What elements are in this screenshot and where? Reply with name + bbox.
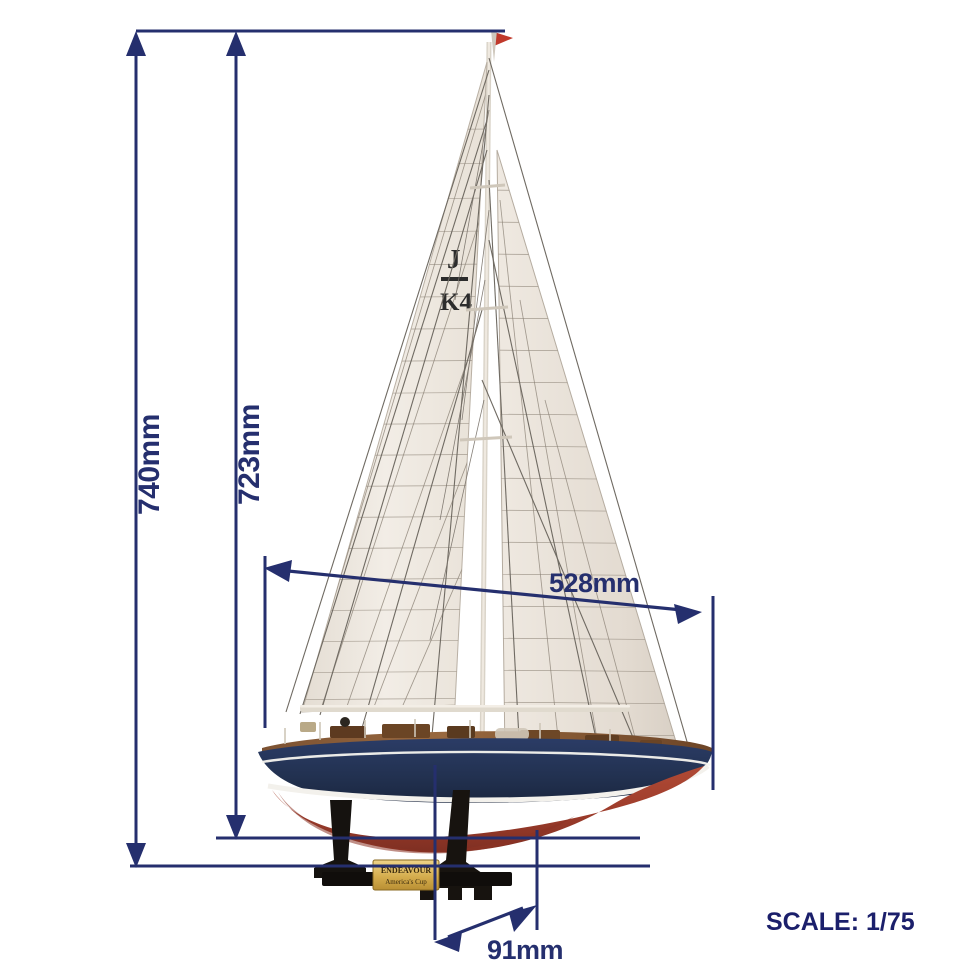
masthead-pennant-icon (491, 30, 513, 62)
dimension-label-740mm: 740mm (133, 414, 166, 515)
boom (300, 705, 630, 712)
dimension-label-528mm: 528mm (549, 568, 640, 598)
dimension-annotations (126, 29, 715, 952)
dimension-label-91mm: 91mm (487, 935, 564, 965)
dimension-528mm (263, 556, 715, 790)
spreaders (459, 183, 513, 442)
nameplate-line-2: America's Cup (385, 878, 427, 886)
scale-label: SCALE: 1/75 (766, 908, 915, 936)
dimension-label-723mm: 723mm (233, 404, 266, 505)
dimension-740mm (126, 31, 650, 868)
yacht-model: J K4 (258, 30, 712, 900)
hull-lower (272, 766, 704, 853)
dimension-723mm (216, 31, 640, 840)
dimension-91mm (433, 765, 539, 952)
svg-text:J: J (447, 244, 461, 274)
rigging-lines (285, 57, 691, 759)
nameplate-line-1: ENDEAVOUR (381, 866, 432, 875)
jib-sail (496, 149, 681, 757)
